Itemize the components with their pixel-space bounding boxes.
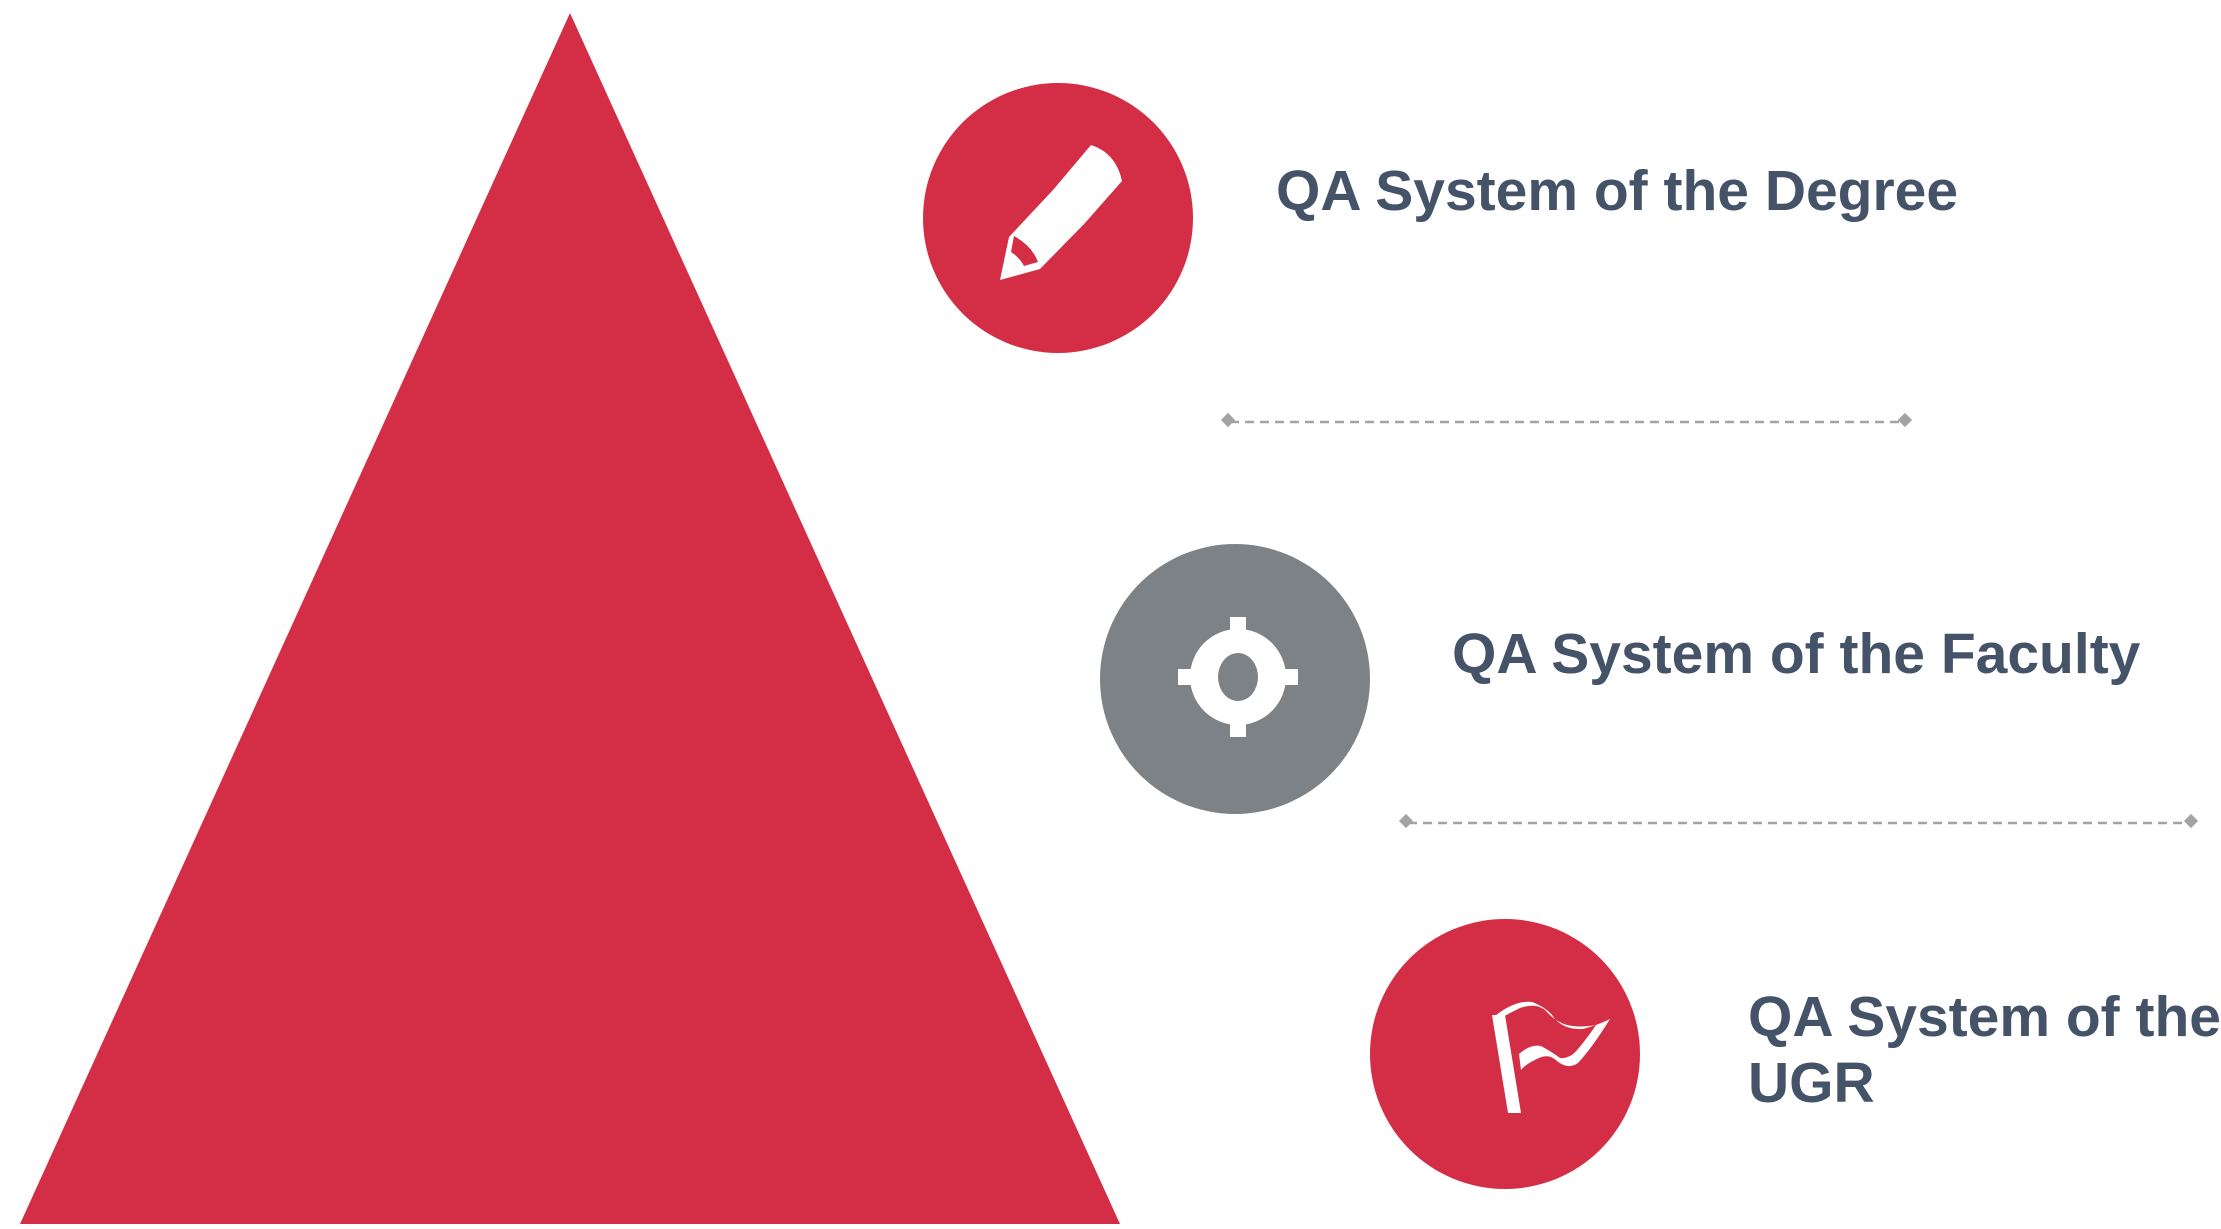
gear-icon <box>1168 607 1308 747</box>
flag-icon <box>1492 1001 1610 1113</box>
connector-line-2 <box>1398 813 2199 829</box>
ugr-label: QA System of the UGR <box>1748 984 2221 1116</box>
degree-label: QA System of the Degree <box>1276 159 1959 223</box>
ugr-label-line-2: UGR <box>1748 1051 1875 1115</box>
pencil-icon <box>1000 145 1122 280</box>
ugr-label-line-1: QA System of the <box>1748 985 2221 1049</box>
connector-line-1 <box>1220 412 1913 428</box>
faculty-label: QA System of the Faculty <box>1452 622 2141 686</box>
pyramid-shape <box>20 13 1120 1224</box>
